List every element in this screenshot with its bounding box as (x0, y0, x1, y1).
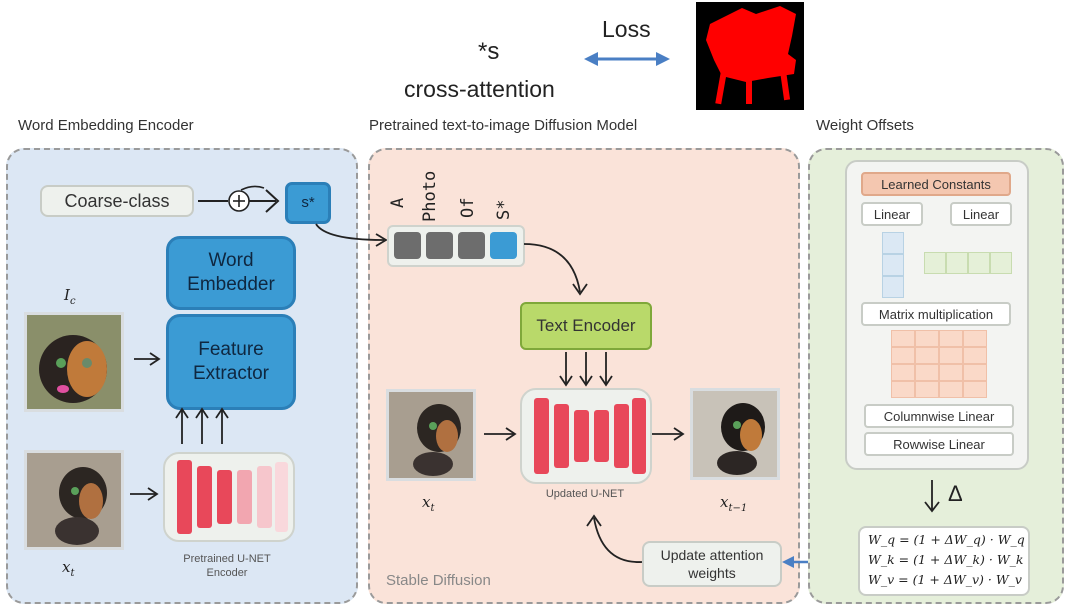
xt-label-left: xt (62, 558, 75, 579)
arrow-module-to-equations (924, 480, 940, 513)
matrix-cell (963, 364, 987, 381)
token-of (458, 232, 485, 259)
cross-attention-label: cross-attention (404, 76, 555, 102)
arrow-ic-to-extractor (134, 352, 161, 366)
rowwise-linear-box: Rowwise Linear (864, 432, 1014, 456)
matrix-cell (963, 347, 987, 364)
pretrained-unet-caption: Pretrained U-NET Encoder (183, 553, 271, 579)
linear-right-box: Linear (950, 202, 1012, 226)
row-vector (924, 252, 1014, 274)
plus-operator (198, 185, 280, 213)
loss-label: Loss (602, 16, 651, 42)
column-vector (882, 232, 904, 298)
matrix-cell (891, 364, 915, 381)
diffusion-title: Pretrained text-to-image Diffusion Model (369, 117, 638, 134)
chair-silhouette (706, 6, 796, 105)
word-embedding-title: Word Embedding Encoder (18, 117, 194, 134)
column-vector-cell (882, 276, 904, 298)
matrix-cell (915, 330, 939, 347)
arrow-xt-to-updated-unet (484, 427, 517, 441)
word-embedder-block: Word Embedder (166, 236, 296, 310)
matrix-cell (915, 381, 939, 398)
column-vector-cell (882, 254, 904, 276)
s-star-token-label: s* (301, 194, 315, 211)
arrow-s-token-to-prompt (315, 223, 388, 247)
matrix-cell (939, 381, 963, 398)
token-s-star (490, 232, 517, 259)
arrow-prompt-to-text-encoder (523, 243, 588, 296)
matrix-cell (891, 330, 915, 347)
word-embedder-label: Word Embedder (187, 250, 275, 295)
prompt-word-of: Of (458, 197, 478, 218)
noisy-cat-illustration (27, 453, 121, 547)
arrows-unet-to-extractor (175, 407, 229, 444)
matrix-cell (939, 347, 963, 364)
noisy-cat-middle-illustration (389, 392, 473, 478)
feature-extractor-label: Feature Extractor (192, 339, 270, 384)
matrix-cell (939, 364, 963, 381)
delta-label: Δ (948, 481, 963, 506)
diffusion-panel (368, 148, 800, 604)
text-encoder-block: Text Encoder (520, 302, 652, 350)
matrix-cell (891, 381, 915, 398)
matrix-cell (963, 330, 987, 347)
columnwise-linear-box: Columnwise Linear (864, 404, 1014, 428)
prompt-word-photo: Photo (420, 170, 440, 222)
pretrained-unet-encoder (163, 452, 295, 542)
linear-left-box: Linear (861, 202, 923, 226)
offset-matrix (891, 330, 987, 400)
arrow-xt-to-unet-encoder (130, 487, 159, 501)
updated-unet (520, 388, 652, 484)
row-vector-cell (924, 252, 946, 274)
learned-constants-box: Learned Constants (861, 172, 1011, 196)
matrix-cell (939, 330, 963, 347)
stable-diffusion-label: Stable Diffusion (386, 572, 491, 589)
matrix-cell (915, 347, 939, 364)
updated-unet-caption: Updated U-NET (545, 488, 625, 500)
equation-v: W_v = (1 + ΔW_v) · W_v (868, 572, 1022, 587)
s-star-token: s* (285, 182, 331, 224)
equation-k: W_k = (1 + ΔW_k) · W_k (868, 552, 1024, 567)
update-attention-box: Update attention weights (642, 541, 782, 587)
ic-label: Ic (64, 286, 76, 307)
update-equations-box: W_q = (1 + ΔW_q) · W_q W_k = (1 + ΔW_k) … (858, 526, 1030, 596)
arrows-text-encoder-to-unet (559, 352, 613, 387)
row-vector-cell (968, 252, 990, 274)
noisy-cat-image-left (24, 450, 124, 550)
prompt-word-a: A (388, 197, 408, 208)
prompt-token-bar (387, 225, 525, 267)
cat-conditioning-image (24, 312, 124, 412)
arrow-update-to-unet (586, 514, 643, 563)
coarse-class-box: Coarse-class (40, 185, 194, 217)
matrix-cell (915, 364, 939, 381)
xt1-label: xt−1 (720, 493, 748, 514)
denoised-cat-image (690, 388, 780, 480)
token-a (394, 232, 421, 259)
xt-label-middle: xt (422, 493, 435, 514)
equation-q: W_q = (1 + ΔW_q) · W_q (868, 532, 1025, 547)
matrix-multiplication-box: Matrix multiplication (861, 302, 1011, 326)
feature-extractor-block: Feature Extractor (166, 314, 296, 410)
unet-encoder-bars (177, 460, 288, 534)
text-encoder-label: Text Encoder (536, 316, 636, 335)
matrix-cell (963, 381, 987, 398)
matrix-cell (891, 347, 915, 364)
update-attention-label: Update attention weights (660, 547, 764, 581)
prompt-word-s-star: S* (494, 199, 514, 220)
weight-offsets-title: Weight Offsets (816, 117, 914, 134)
column-vector-cell (882, 232, 904, 254)
token-photo (426, 232, 453, 259)
denoised-cat-illustration (693, 391, 777, 477)
s-token-label: *s (478, 38, 500, 65)
cat-photo-illustration (27, 315, 121, 409)
updated-unet-bars (534, 398, 646, 474)
row-vector-cell (990, 252, 1012, 274)
loss-double-arrow (584, 52, 670, 66)
arrow-unet-to-xt1 (652, 427, 685, 441)
row-vector-cell (946, 252, 968, 274)
noisy-cat-image-middle (386, 389, 476, 481)
chair-mask-image (696, 2, 804, 110)
